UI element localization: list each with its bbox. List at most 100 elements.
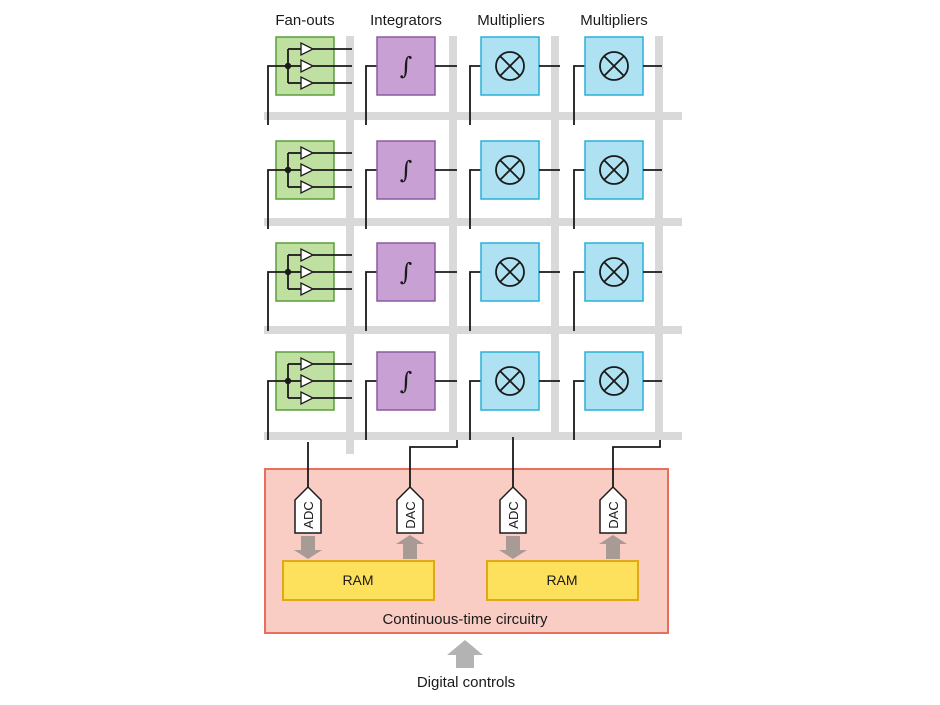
adc-to-ram-arrow-icon xyxy=(294,536,322,559)
header-integrators: Integrators xyxy=(370,12,442,29)
grid-column-bar-1 xyxy=(346,36,354,454)
continuous-time-label: Continuous-time circuitry xyxy=(382,611,548,628)
ram-to-dac-arrow-icon xyxy=(396,535,424,559)
fanout-input-wire xyxy=(267,271,288,331)
fanout-input-wire xyxy=(267,380,288,440)
multiply-icon xyxy=(599,257,629,287)
multiply-cross-icon xyxy=(499,261,521,283)
grid-row-bar-4 xyxy=(264,432,682,440)
fanout-input-wire xyxy=(267,65,288,125)
converter-shape xyxy=(396,485,424,534)
multiply-icon xyxy=(599,366,629,396)
block-row-4: ∫ xyxy=(267,351,662,440)
buffer-triangle-icon xyxy=(300,264,315,280)
grid-row-bar-3 xyxy=(264,326,682,334)
dac-converter-2: DAC xyxy=(396,485,424,534)
converter-label: ADC xyxy=(301,501,316,528)
adc-to-ram-arrow-icon xyxy=(499,536,527,559)
multiply-icon xyxy=(495,155,525,185)
integrator-input-wire xyxy=(365,169,377,229)
multiply-cross-icon xyxy=(499,159,521,181)
buffer-triangle-icon xyxy=(300,145,315,161)
multiplier-input-wire xyxy=(469,65,481,125)
digital-controls-label: Digital controls xyxy=(417,674,515,691)
grid-row-bar-2 xyxy=(264,218,682,226)
multiplier-input-wire xyxy=(469,169,481,229)
multiplier-input-wire xyxy=(573,169,585,229)
buffer-triangle-icon xyxy=(300,58,315,74)
buffer-triangle-icon xyxy=(300,373,315,389)
multiply-cross-icon xyxy=(603,55,625,77)
integrator-block xyxy=(376,351,436,411)
integrator-input-wire xyxy=(365,380,377,440)
integrator-block xyxy=(376,242,436,302)
grid-column-bar-3 xyxy=(551,36,559,440)
converter-label: DAC xyxy=(606,501,621,528)
ram-block-1 xyxy=(282,560,435,601)
buffer-triangle-icon xyxy=(300,75,315,91)
buffer-triangle-icon xyxy=(300,356,315,372)
integral-symbol-icon: ∫ xyxy=(400,156,413,184)
multiply-cross-icon xyxy=(499,370,521,392)
header-multipliers-1: Multipliers xyxy=(477,12,545,29)
converter-label: DAC xyxy=(403,501,418,528)
adc-converter-1: ADC xyxy=(294,485,322,534)
multiplier-block xyxy=(480,242,540,302)
buffer-triangle-icon xyxy=(300,162,315,178)
multiply-icon xyxy=(495,257,525,287)
dac-wire-2 xyxy=(612,440,661,487)
fanout-input-wire xyxy=(267,169,288,229)
multiply-icon xyxy=(495,51,525,81)
compute-blocks: ∫ ∫ ∫ ∫ xyxy=(267,36,662,440)
continuous-time-box xyxy=(264,468,669,634)
buffer-triangle-icon xyxy=(300,41,315,57)
multiply-cross-icon xyxy=(603,159,625,181)
multiply-cross-icon xyxy=(603,261,625,283)
digital-controls-arrow-icon xyxy=(447,640,483,668)
grid-column-bar-4 xyxy=(655,36,663,440)
multiply-cross-icon xyxy=(603,370,625,392)
buffer-triangle-icon xyxy=(300,390,315,406)
multiplier-input-wire xyxy=(469,380,481,440)
buffer-triangle-icon xyxy=(300,179,315,195)
multiplier-input-wire xyxy=(573,65,585,125)
header-fanouts: Fan-outs xyxy=(275,12,334,29)
integral-symbol-icon: ∫ xyxy=(400,367,413,395)
dac-converter-4: DAC xyxy=(599,485,627,534)
integrator-block xyxy=(376,36,436,96)
ram-block-2 xyxy=(486,560,639,601)
integral-symbol-icon: ∫ xyxy=(400,258,413,286)
multiplier-block xyxy=(480,351,540,411)
grid-row-bar-1 xyxy=(264,112,682,120)
digital-controls: Digital controls xyxy=(417,640,515,691)
dac-wire-1 xyxy=(409,440,458,487)
ram-label-1: RAM xyxy=(342,572,373,588)
ram-label-2: RAM xyxy=(546,572,577,588)
grid-column-bar-2 xyxy=(449,36,457,440)
converter-shape xyxy=(294,485,322,534)
multiply-icon xyxy=(599,51,629,81)
header-multipliers-2: Multipliers xyxy=(580,12,648,29)
interconnect-grid xyxy=(264,36,682,454)
multiply-icon xyxy=(495,366,525,396)
multiply-cross-icon xyxy=(499,55,521,77)
multiply-icon xyxy=(599,155,629,185)
converter-shape xyxy=(599,485,627,534)
block-row-2: ∫ xyxy=(267,140,662,229)
buffer-triangle-icon xyxy=(300,247,315,263)
converter-shape xyxy=(499,485,527,534)
multiplier-input-wire xyxy=(573,271,585,331)
multiplier-input-wire xyxy=(469,271,481,331)
integral-symbol-icon: ∫ xyxy=(400,52,413,80)
integrator-input-wire xyxy=(365,271,377,331)
continuous-time-region: ADC DAC ADC DAC RAM RAM Continuous-time cir… xyxy=(264,437,669,634)
block-row-1: ∫ xyxy=(267,36,662,125)
integrator-block xyxy=(376,140,436,200)
block-row-3: ∫ xyxy=(267,242,662,331)
adc-converter-3: ADC xyxy=(499,485,527,534)
ram-to-dac-arrow-icon xyxy=(599,535,627,559)
integrator-input-wire xyxy=(365,65,377,125)
buffer-triangle-icon xyxy=(300,281,315,297)
converter-label: ADC xyxy=(506,501,521,528)
